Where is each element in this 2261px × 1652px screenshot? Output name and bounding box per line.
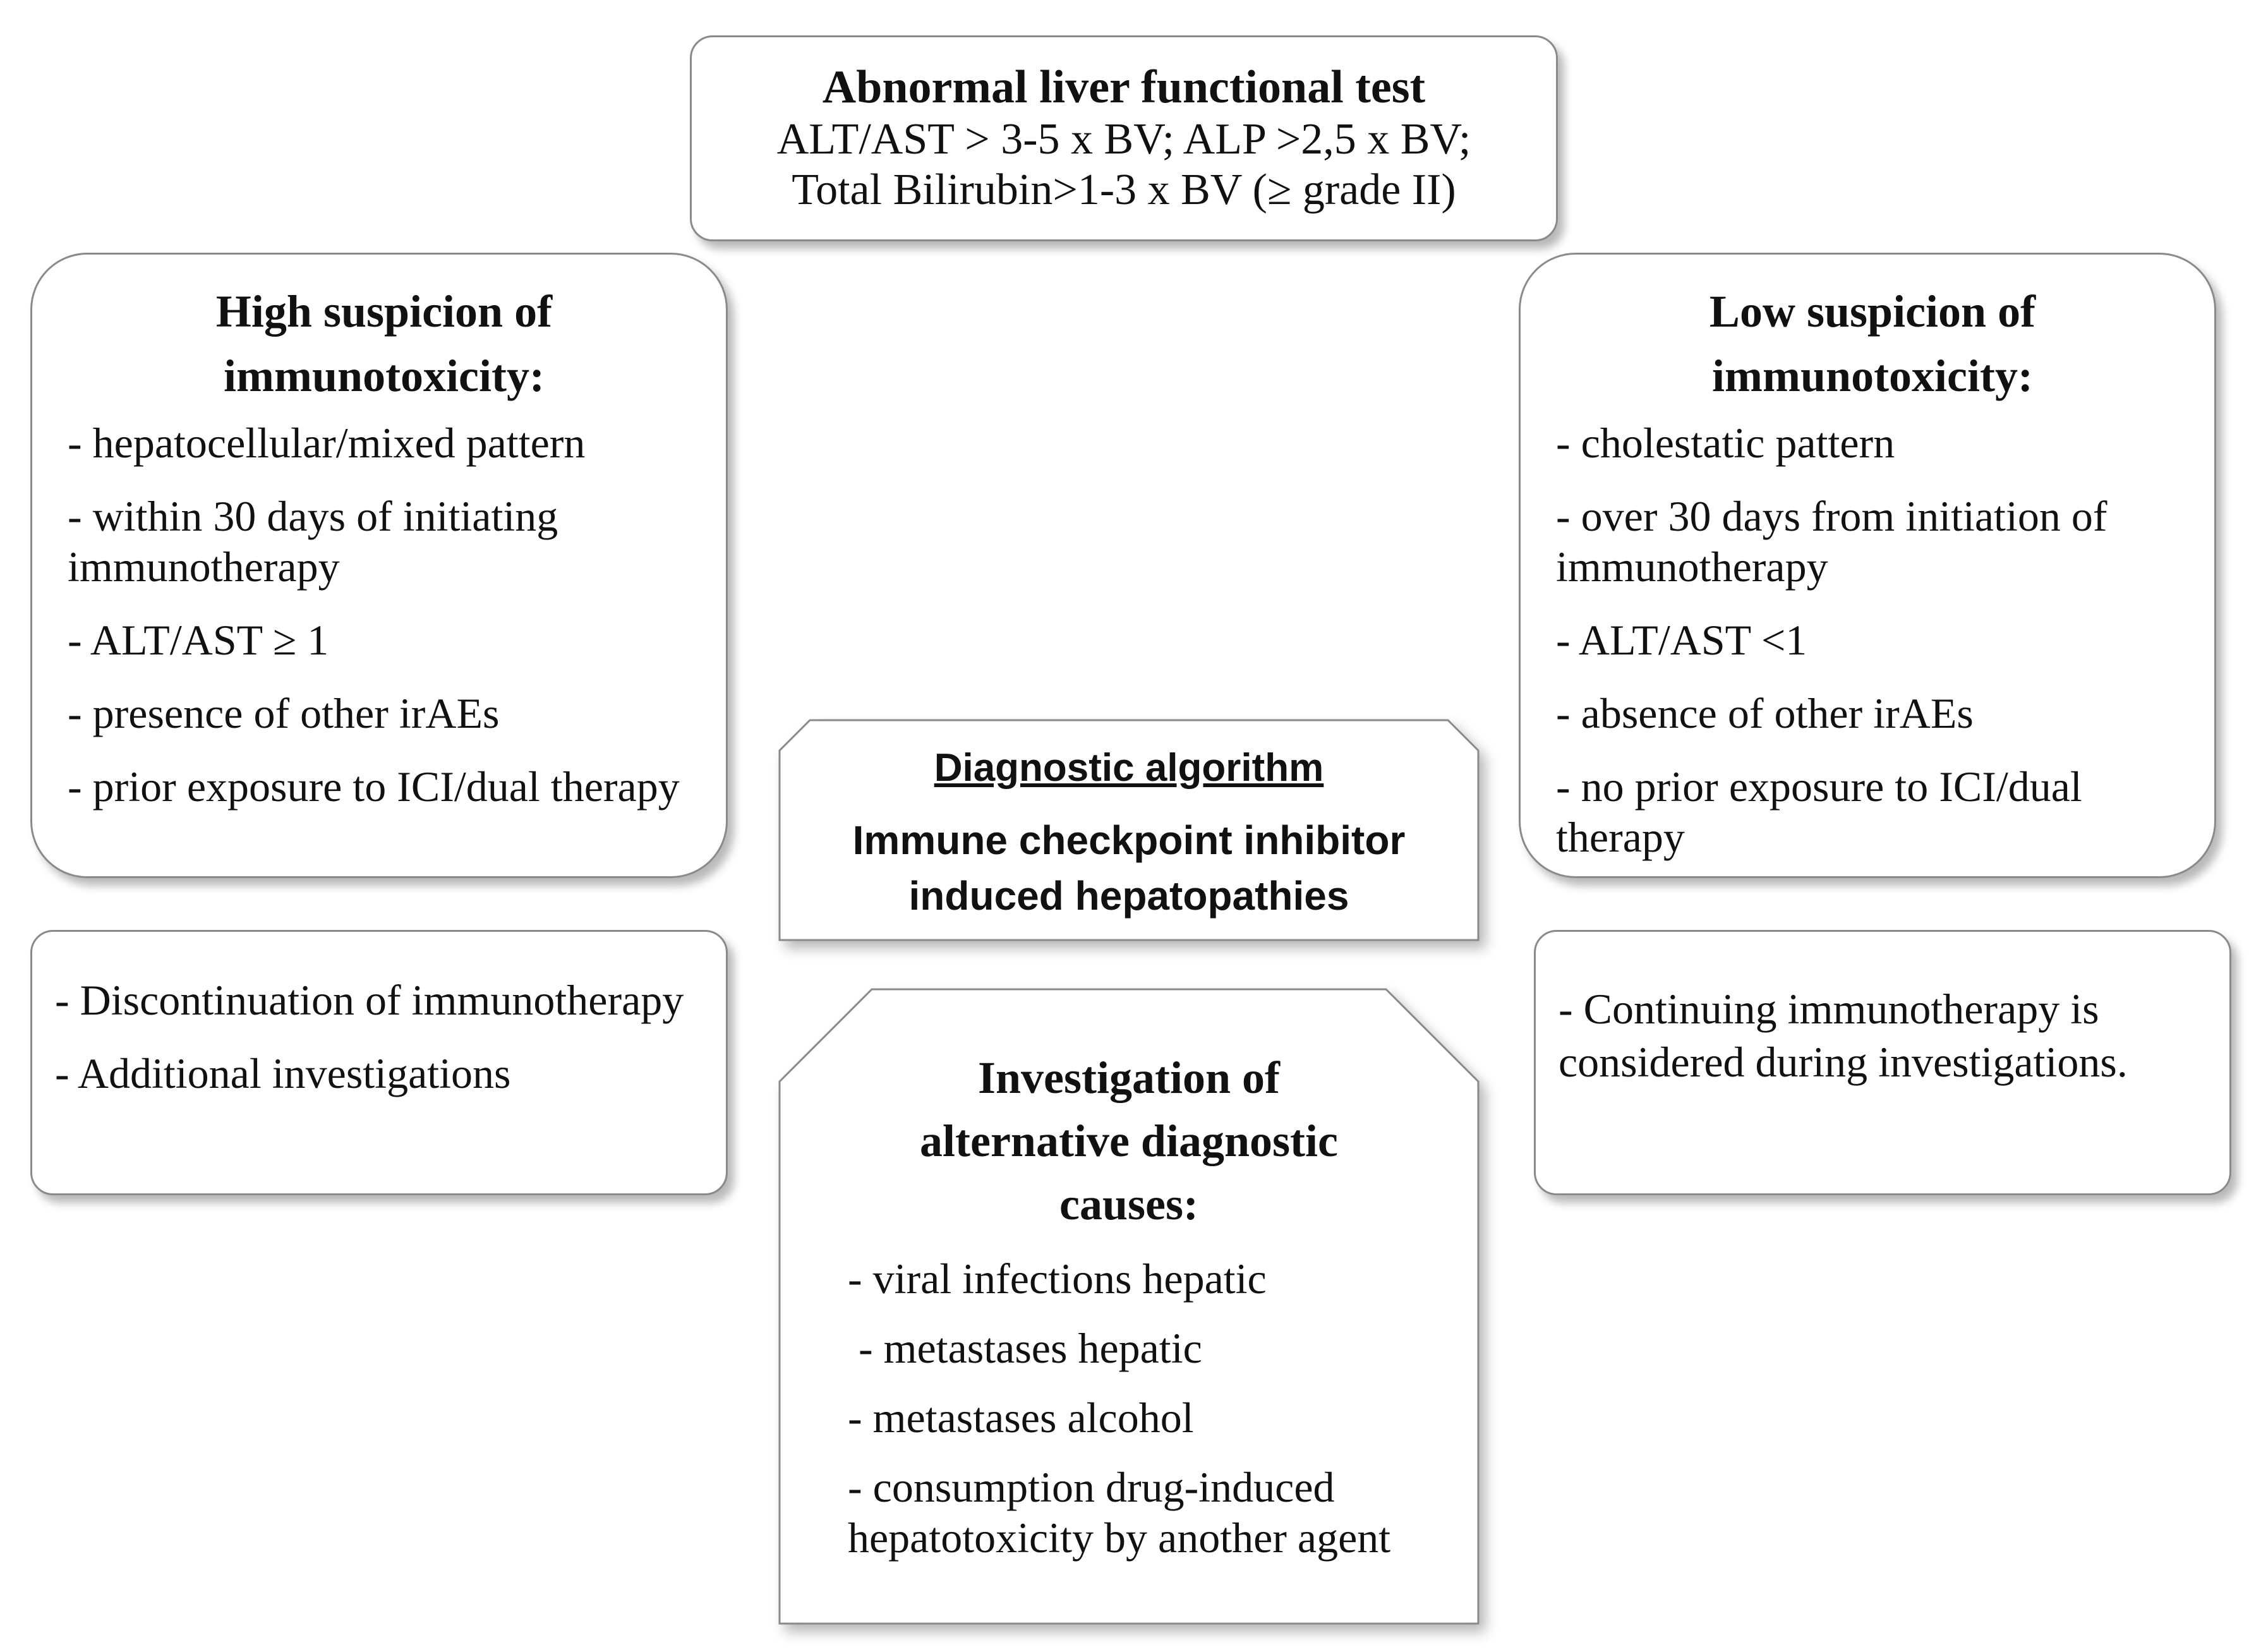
investigation-item: - metastases hepatic [848, 1324, 1202, 1372]
high-suspicion-title-2: immunotoxicity: [224, 351, 545, 401]
high-suspicion-action-box: - Discontinuation of immunotherapy - Add… [30, 930, 728, 1195]
abnormal-lft-title: Abnormal liver functional test [822, 61, 1426, 113]
high-suspicion-item: - within 30 days of initiating immunothe… [68, 492, 558, 591]
low-suspicion-item: - ALT/AST <1 [1556, 616, 1807, 664]
abnormal-lft-box: Abnormal liver functional test ALT/AST >… [690, 35, 1558, 241]
investigation-item: - viral infections hepatic [848, 1255, 1267, 1303]
algorithm-subtitle-1: Immune checkpoint inhibitor [852, 817, 1406, 863]
low-suspicion-action-box: - Continuing immunotherapy is considered… [1534, 930, 2231, 1195]
high-suspicion-title-1: High suspicion of [215, 286, 553, 337]
investigation-item: - metastases alcohol [848, 1394, 1194, 1442]
high-suspicion-box: High suspicion of immunotoxicity: - hepa… [30, 253, 728, 878]
high-suspicion-item: - prior exposure to ICI/dual therapy [68, 763, 680, 811]
low-suspicion-box: Low suspicion of immunotoxicity: - chole… [1519, 253, 2216, 878]
abnormal-lft-criteria-1: ALT/AST > 3-5 x BV; ALP >2,5 x BV; [776, 115, 1471, 164]
low-suspicion-item: - absence of other irAEs [1556, 689, 1974, 737]
diagnostic-algorithm-box: Diagnostic algorithm Immune checkpoint i… [778, 719, 1480, 941]
low-suspicion-item: - cholestatic pattern [1556, 419, 1895, 467]
investigation-title-3: causes: [1059, 1179, 1198, 1229]
investigation-item: - consumption drug-induced hepatotoxicit… [848, 1463, 1391, 1562]
investigation-title-2: alternative diagnostic [920, 1116, 1338, 1166]
abnormal-lft-criteria-2: Total Bilirubin>1-3 x BV (≥ grade II) [792, 166, 1456, 214]
investigation-box: Investigation of alternative diagnostic … [778, 988, 1480, 1625]
high-suspicion-item: - hepatocellular/mixed pattern [68, 419, 586, 467]
low-suspicion-item: - over 30 days from initiation of immuno… [1556, 492, 2107, 591]
algorithm-heading: Diagnostic algorithm [934, 746, 1324, 790]
action-text: - Continuing immunotherapy is considered… [1559, 985, 2128, 1086]
investigation-box-shape [778, 988, 1480, 1625]
low-suspicion-item: - no prior exposure to ICI/dual therapy [1556, 763, 2082, 861]
action-item: - Additional investigations [55, 1049, 511, 1097]
investigation-title-1: Investigation of [977, 1052, 1281, 1103]
low-suspicion-title-2: immunotoxicity: [1712, 351, 2033, 401]
high-suspicion-item: - ALT/AST ≥ 1 [68, 616, 329, 664]
high-suspicion-item: - presence of other irAEs [68, 689, 500, 737]
algorithm-box-shape [778, 719, 1480, 941]
low-suspicion-title-1: Low suspicion of [1709, 286, 2036, 337]
action-item: - Discontinuation of immunotherapy [55, 976, 684, 1024]
algorithm-subtitle-2: induced hepatopathies [908, 873, 1349, 919]
